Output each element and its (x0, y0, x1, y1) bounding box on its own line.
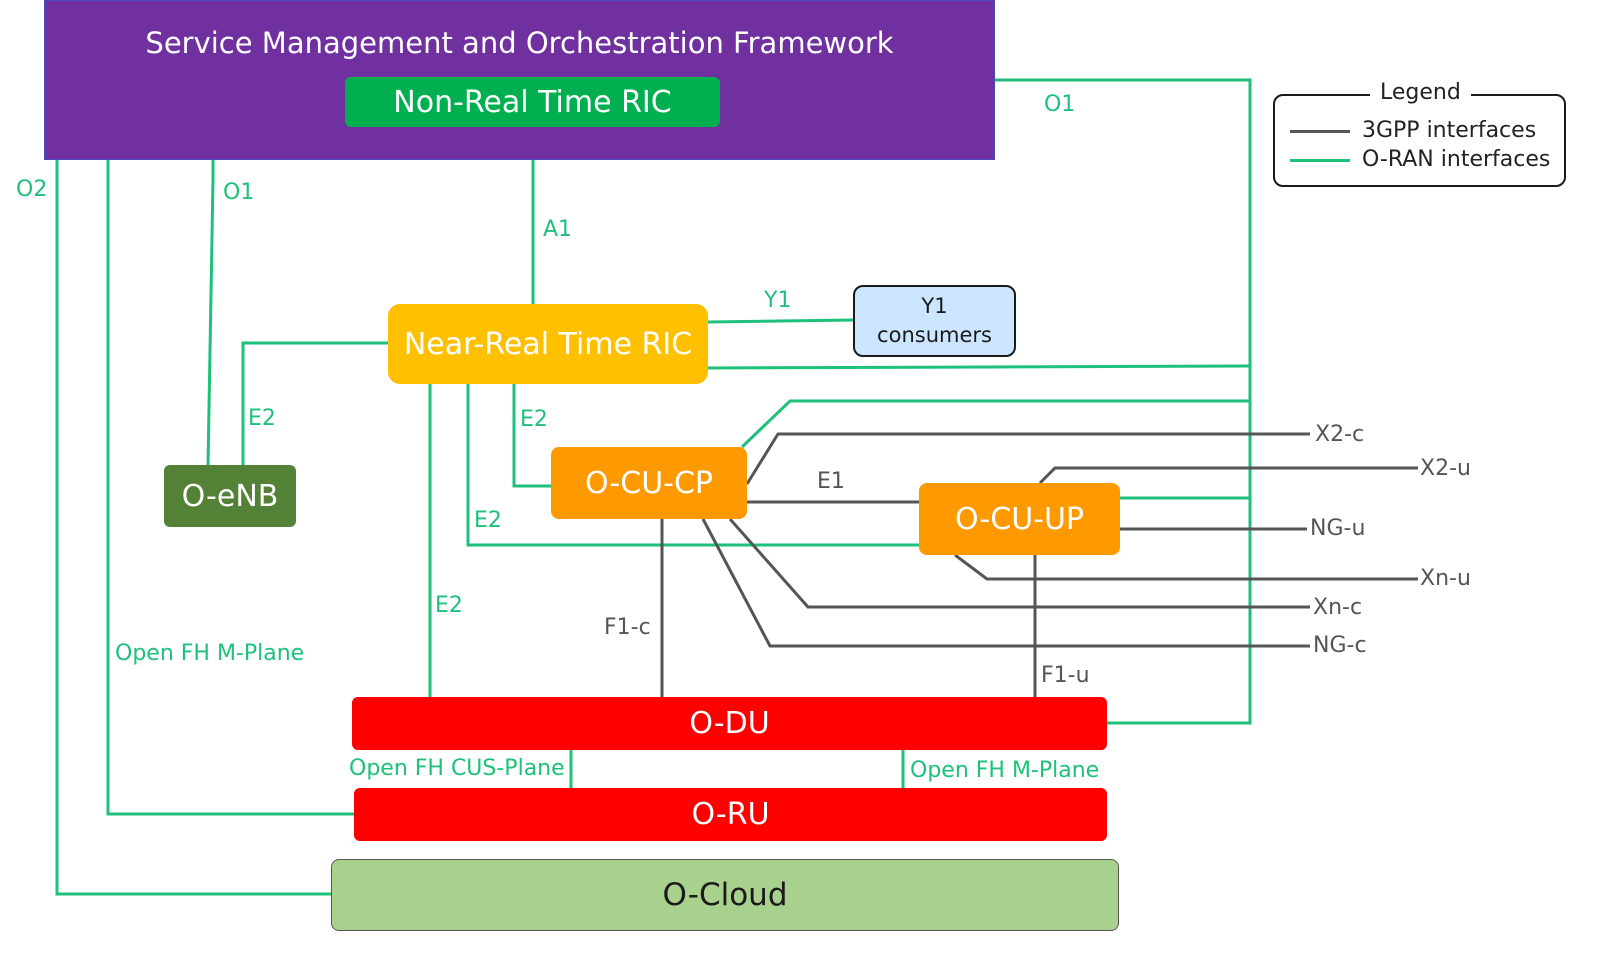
e2-cuup-line (466, 384, 919, 547)
o2-label: O2 (16, 177, 48, 202)
open-fh-cus-plane-label: Open FH CUS-Plane (349, 756, 565, 781)
o2-line (55, 160, 331, 896)
ngu-label: NG-u (1310, 516, 1366, 541)
f1u-label: F1-u (1041, 663, 1090, 688)
y1-consumers-box: Y1 consumers (853, 285, 1016, 357)
y1-label: Y1 (764, 288, 792, 313)
o-cu-cp-label: O-CU-CP (584, 465, 714, 501)
o-cloud-label: O-Cloud (662, 877, 788, 913)
legend-3gpp-swatch (1290, 130, 1350, 133)
ngc-label: NG-c (1313, 633, 1367, 658)
legend-oran-swatch (1290, 159, 1350, 162)
f1c-label: F1-c (604, 615, 651, 640)
open-fh-m-plane-right-label: Open FH M-Plane (910, 758, 1100, 783)
smo-title: Service Management and Orchestration Fra… (145, 26, 894, 60)
smo-framework-box: Service Management and Orchestration Fra… (44, 0, 995, 160)
y1-consumers-line1: Y1 (921, 294, 948, 318)
e2-enb-line (241, 341, 388, 465)
o-enb-label: O-eNB (181, 478, 279, 514)
xnu-label: Xn-u (1420, 566, 1471, 591)
legend-oran-label: O-RAN interfaces (1362, 147, 1551, 172)
e2-enb-label: E2 (248, 406, 276, 431)
o1-enb-label: O1 (223, 180, 255, 205)
y1-consumers-line2: consumers (877, 323, 992, 347)
x2c-line (745, 432, 1310, 485)
x2c-label: X2-c (1315, 422, 1365, 447)
near-rt-ric-box: Near-Real Time RIC (388, 304, 708, 384)
o-enb-box: O-eNB (164, 465, 296, 527)
e2-du-label: E2 (435, 593, 463, 618)
o1-label: O1 (1044, 92, 1076, 117)
xnc-line (728, 518, 1310, 609)
legend-title: Legend (1370, 82, 1471, 104)
o-ru-label: O-RU (691, 797, 770, 832)
xnc-label: Xn-c (1313, 595, 1363, 620)
o1-cucp-line (740, 399, 1250, 449)
o-du-label: O-DU (689, 706, 770, 741)
x2u-label: X2-u (1420, 456, 1471, 481)
e2-cucp-label: E2 (520, 407, 548, 432)
e1-label: E1 (817, 469, 845, 494)
legend-3gpp-label: 3GPP interfaces (1362, 118, 1537, 143)
o1-near-rt-line (707, 364, 1251, 370)
o-cu-up-label: O-CU-UP (954, 501, 1085, 537)
x2u-line (1038, 466, 1418, 485)
non-rt-ric-box: Non-Real Time RIC (345, 77, 720, 127)
o-cu-cp-box: O-CU-CP (551, 447, 747, 519)
non-rt-ric-label: Non-Real Time RIC (393, 84, 672, 120)
o1-enb-line (206, 160, 215, 466)
y1-line (707, 318, 854, 324)
ngc-line (701, 518, 1310, 648)
a1-label: A1 (543, 217, 573, 242)
xnu-line (954, 553, 1418, 581)
open-fh-m-plane-left-label: Open FH M-Plane (115, 641, 305, 666)
o-cloud-box: O-Cloud (331, 859, 1119, 931)
o-ru-box: O-RU (354, 788, 1107, 841)
open-fh-m-plane-line (106, 160, 354, 816)
o-du-box: O-DU (352, 697, 1107, 750)
near-rt-ric-label: Near-Real Time RIC (403, 326, 693, 362)
e2-cuup-label: E2 (474, 508, 502, 533)
e2-cucp-line (512, 384, 551, 488)
o-cu-up-box: O-CU-UP (919, 483, 1120, 555)
